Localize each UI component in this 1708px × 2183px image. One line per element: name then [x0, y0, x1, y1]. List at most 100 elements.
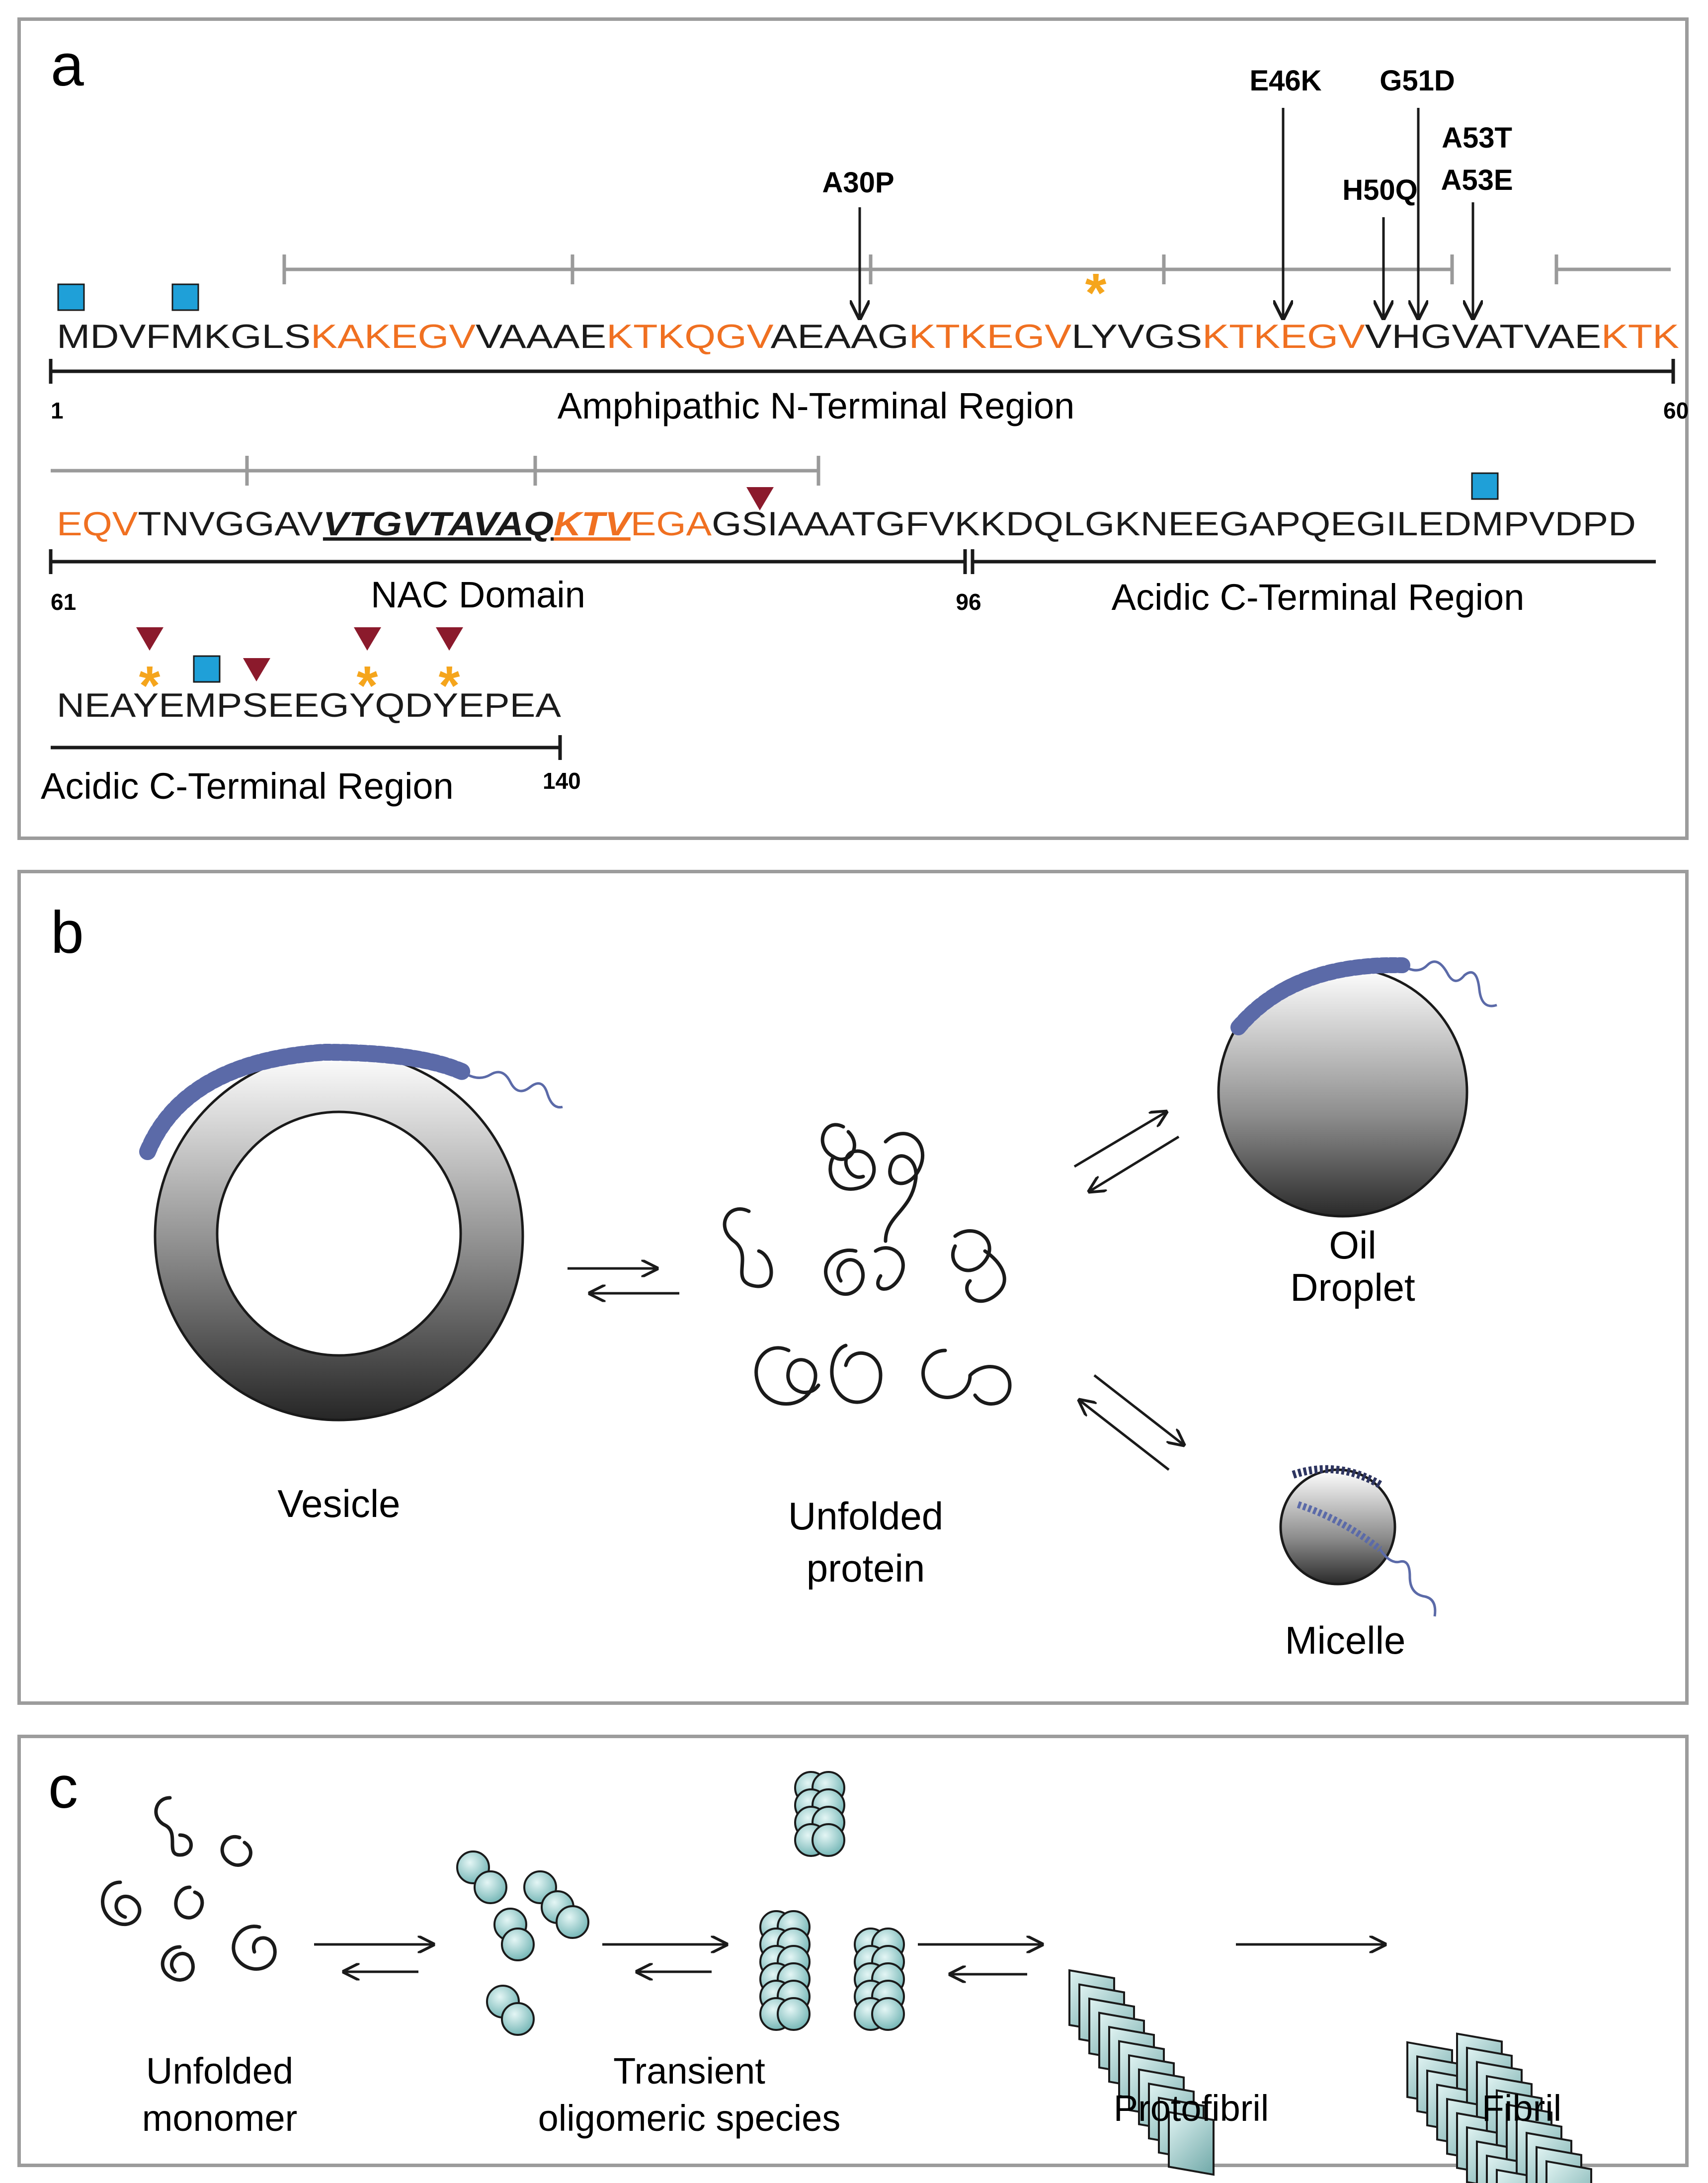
equilibrium-arrows-vesicle: [568, 1268, 679, 1293]
seq-segment: KTKEGV: [909, 318, 1072, 355]
helix-on-oil-droplet: [1230, 957, 1410, 1035]
arrows-oligomer-stack: [602, 1944, 727, 1972]
mutation-g51d: G51D: [1380, 65, 1455, 97]
oligomer-bead: [474, 1870, 507, 1904]
seq-segment: KTKEGV: [1202, 318, 1365, 355]
protein-chain: [921, 1348, 1012, 1406]
residue-number-140: 140: [543, 768, 581, 794]
label-oligomer-1: Transient: [613, 2050, 765, 2092]
protein-chain: [951, 1229, 1006, 1303]
helix-on-vesicle: [139, 1043, 472, 1160]
phospho-marker-y136: [436, 627, 463, 651]
mutation-labels: A30P E46K G51D H50Q A53T A53E: [822, 65, 1513, 206]
stacked-oligomers: [759, 1771, 905, 2031]
label-oil-1: Oil: [1329, 1223, 1376, 1267]
monomer-chain: [154, 1796, 193, 1857]
protein-chain: [723, 1207, 773, 1288]
panel-b-letter: b: [51, 899, 84, 966]
seq-segment: EGA: [631, 505, 712, 543]
disordered-tail: [1401, 960, 1497, 1008]
oligomer-bead: [556, 1905, 589, 1939]
label-oil-2: Droplet: [1290, 1265, 1415, 1309]
residue-number-96: 96: [956, 589, 981, 615]
oligomer-bead: [501, 2002, 535, 2036]
sequence-row-3: NEAYEMPSEEGYQDYEPEA: [57, 686, 562, 724]
seq-segment: KTK: [1601, 318, 1679, 355]
helix-on-micelle: [1292, 1465, 1383, 1488]
oil-droplet: [1217, 957, 1497, 1218]
equilibrium-arrows-micelle: [1079, 1374, 1184, 1471]
oxidation-marker-m5: [171, 283, 199, 311]
seq-segment: KTKQGV: [606, 318, 774, 355]
panel-b-figure: b Vesicle Unfolded protein O: [51, 899, 1497, 1662]
label-unfolded-2: protein: [807, 1546, 925, 1590]
seq-segment: NEAYEMPSEEGYQDYEPEA: [57, 686, 562, 724]
protein-chain: [754, 1346, 820, 1406]
seq-segment: EQV: [57, 505, 138, 543]
equilibrium-arrows-oil: [1073, 1112, 1180, 1191]
label-micelle: Micelle: [1285, 1618, 1406, 1662]
panel-a-figure: a A30P E46K G51D H50Q A53T A53E * MDVFMK…: [41, 32, 1689, 807]
mutation-arrows: [860, 108, 1473, 318]
phospho-marker-y133: [354, 627, 381, 651]
vesicle-lumen: [216, 1110, 462, 1357]
panel-c-figure: c Unfolded monomer Transient oligomeric …: [48, 1754, 1592, 2183]
oxidation-marker-m127: [193, 655, 221, 683]
helix-repeat-markers-row1: [282, 254, 1671, 284]
arrows-stack-protofibril: [918, 1944, 1042, 1974]
mutation-a53t: A53T: [1442, 122, 1512, 154]
region-line-n-terminal: [49, 359, 1675, 384]
fibril: [1406, 2032, 1592, 2183]
residue-number-1: 1: [51, 398, 64, 423]
protein-chain: [820, 1123, 876, 1191]
arrows-monomer-oligomer: [314, 1944, 433, 1972]
panel-a-letter: a: [51, 32, 84, 98]
protofibril: [1068, 1969, 1215, 2176]
label-unfolded-1: Unfolded: [788, 1494, 943, 1538]
helix-repeat-markers-row2: [51, 456, 820, 486]
region-line-c-terminal-2: [51, 735, 562, 760]
disordered-tail: [462, 1071, 563, 1109]
residue-number-61: 61: [51, 589, 76, 615]
micelle: [1279, 1465, 1437, 1617]
helix-on-micelle: [1297, 1501, 1383, 1552]
residue-number-60: 60: [1663, 398, 1689, 423]
panel-c-letter: c: [48, 1754, 78, 1821]
region-label-c-terminal-2: Acidic C-Terminal Region: [41, 765, 454, 807]
seq-segment-nac-core: KTV: [554, 505, 634, 543]
unfolded-monomers: [101, 1796, 277, 1982]
oxidation-marker-m116: [1471, 472, 1499, 500]
region-label-n-terminal: Amphipathic N-Terminal Region: [558, 385, 1075, 426]
ptm-markers-row3: * * *: [136, 627, 463, 716]
label-vesicle: Vesicle: [277, 1482, 400, 1525]
panel-c: c Unfolded monomer Transient oligomeric …: [17, 1735, 1689, 2183]
seq-segment: VAAAE: [476, 318, 606, 355]
seq-segment: KAKEGV: [311, 318, 476, 355]
seq-segment: AEAAG: [771, 318, 909, 355]
monomer-chain: [174, 1885, 204, 1920]
label-protofibril: Protofibril: [1114, 2088, 1269, 2129]
nitration-asterisk-y39: *: [1085, 262, 1107, 324]
seq-segment: VHGVATVAE: [1365, 318, 1601, 355]
transient-oligomers: [456, 1850, 589, 2036]
seq-segment: MDVFMKGLS: [57, 318, 311, 355]
nitration-asterisk-y125: *: [139, 655, 161, 716]
protein-chain: [884, 1132, 925, 1243]
protein-chain: [824, 1246, 905, 1296]
nitration-asterisk-y136: *: [439, 655, 460, 716]
vesicle: [139, 1043, 563, 1422]
monomer-chain: [161, 1945, 195, 1982]
protein-chain: [830, 1343, 883, 1404]
oxidation-marker-m1: [57, 283, 85, 311]
panel-a: a A30P E46K G51D H50Q A53T A53E * MDVFMK…: [17, 17, 1689, 840]
disordered-tail: [1379, 1548, 1437, 1617]
monomer-chain: [232, 1925, 277, 1971]
phospho-marker-y125: [136, 627, 163, 651]
nitration-asterisk-y133: *: [357, 655, 378, 716]
oligomer-bead: [501, 1928, 535, 1961]
mutation-e46k: E46K: [1249, 65, 1321, 97]
phospho-marker-s87: [746, 487, 774, 510]
label-monomer-2: monomer: [142, 2098, 298, 2139]
